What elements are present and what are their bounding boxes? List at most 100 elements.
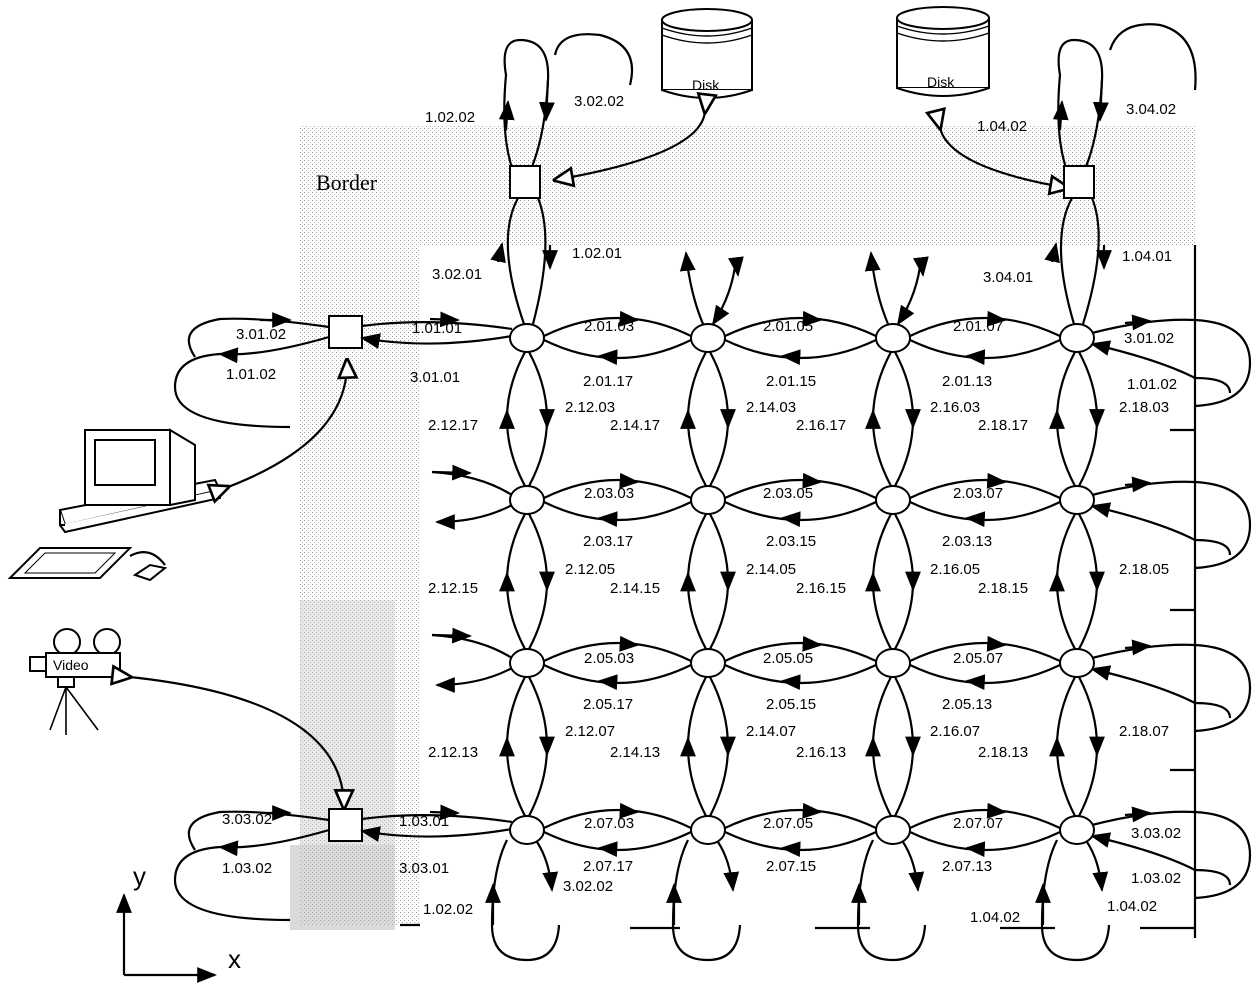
link-arc-left [688,352,706,486]
io-loop [175,354,290,427]
label-io: 3.01.02 [236,326,286,343]
direction-arrow [783,518,799,519]
stub-arrow [686,253,703,324]
label-io: 1.01.02 [226,366,276,383]
io-port [1064,166,1094,198]
io-loop [555,34,632,85]
axis-y-label: y [133,861,146,891]
bottom-loop-arrow [537,842,552,890]
bottom-loop-arrow [903,842,918,890]
router-node [691,486,725,514]
link-arc-lower [544,340,691,358]
direction-arrow [921,258,923,275]
label-link: 2.07.17 [583,858,633,875]
label-link: 2.05.03 [584,650,634,667]
direction-arrow [967,681,983,682]
bottom-loop-arrow [1087,842,1102,890]
right-loop [1195,378,1230,393]
label-link: 2.16.15 [796,580,846,597]
link-arc-lower [910,832,1060,850]
label-link: 2.18.17 [978,417,1028,434]
label-link: 2.14.07 [746,723,796,740]
direction-arrow [990,811,1005,812]
stub-arrow [437,668,512,685]
label-link: 2.05.15 [766,696,816,713]
direction-arrow [600,681,616,682]
stub-arrow [437,505,512,522]
label-link: 2.01.05 [763,318,813,335]
disk-right-label: Disk [927,74,955,90]
link-arc-right [710,677,728,816]
link-arc-lower [725,340,876,358]
label-link: 2.03.13 [942,533,992,550]
label-link: 2.12.03 [565,399,615,416]
bottom-loop [858,840,925,960]
direction-arrow [967,356,983,357]
label-io: 3.01.01 [410,369,460,386]
router-node [691,324,725,352]
link-arc-left [688,514,706,649]
label-link: 2.18.13 [978,744,1028,761]
label-link: 2.07.07 [953,815,1003,832]
label-io: 3.03.02 [1131,825,1181,842]
label-link: 2.01.07 [953,318,1003,335]
label-io: 3.03.01 [399,860,449,877]
right-loop-return [1092,506,1195,540]
label-link: 2.14.05 [746,561,796,578]
label-io: 1.03.01 [399,813,449,830]
stub-arrow [898,258,921,324]
label-io: 3.03.02 [222,811,272,828]
label-link: 2.12.05 [565,561,615,578]
router-node [1060,486,1094,514]
label-link: 2.05.07 [953,650,1003,667]
link-arc-right [710,352,728,486]
label-link: 2.16.13 [796,744,846,761]
label-io: 1.01.01 [412,320,462,337]
label-link: 2.07.05 [763,815,813,832]
direction-arrow [783,848,799,849]
label-io: 3.02.02 [563,878,613,895]
label-link: 2.12.13 [428,744,478,761]
link-arc-right [1079,514,1097,649]
direction-arrow [783,681,799,682]
bottom-loop-arrow [718,842,733,890]
label-io: 1.04.02 [977,118,1027,135]
label-io: 3.01.02 [1124,330,1174,347]
label-link: 2.14.15 [610,580,660,597]
label-link: 2.16.07 [930,723,980,740]
label-link: 2.18.07 [1119,723,1169,740]
link-arc-left [873,352,891,486]
direction-arrow [990,481,1005,482]
router-node [876,816,910,844]
router-node [691,649,725,677]
direction-arrow [967,518,983,519]
bottom-loop [673,840,740,960]
io-port [329,809,362,841]
direction-arrow [600,848,616,849]
io-port [329,316,362,348]
computer-icon [10,430,220,580]
label-io: 1.03.02 [222,860,272,877]
router-node [510,324,544,352]
axis-x-label: x [228,944,241,974]
label-io: 3.04.01 [983,269,1033,286]
label-io: 1.04.01 [1122,248,1172,265]
label-link: 2.07.15 [766,858,816,875]
io-port [510,166,540,198]
label-link: 2.05.17 [583,696,633,713]
direction-arrow [806,644,821,645]
link-arc-left [1057,677,1075,816]
disk-left: Disk [662,9,752,98]
direction-arrow [967,848,983,849]
router-node [1060,649,1094,677]
direction-arrow [990,644,1005,645]
direction-arrow [623,481,638,482]
label-link: 2.12.15 [428,580,478,597]
router-node [510,649,544,677]
label-io: 3.02.02 [574,93,624,110]
direction-arrow [1052,244,1056,262]
link-arc-lower [910,502,1060,520]
label-io: 1.03.02 [1131,870,1181,887]
disk-left-label: Disk [692,77,720,93]
label-link: 2.18.05 [1119,561,1169,578]
